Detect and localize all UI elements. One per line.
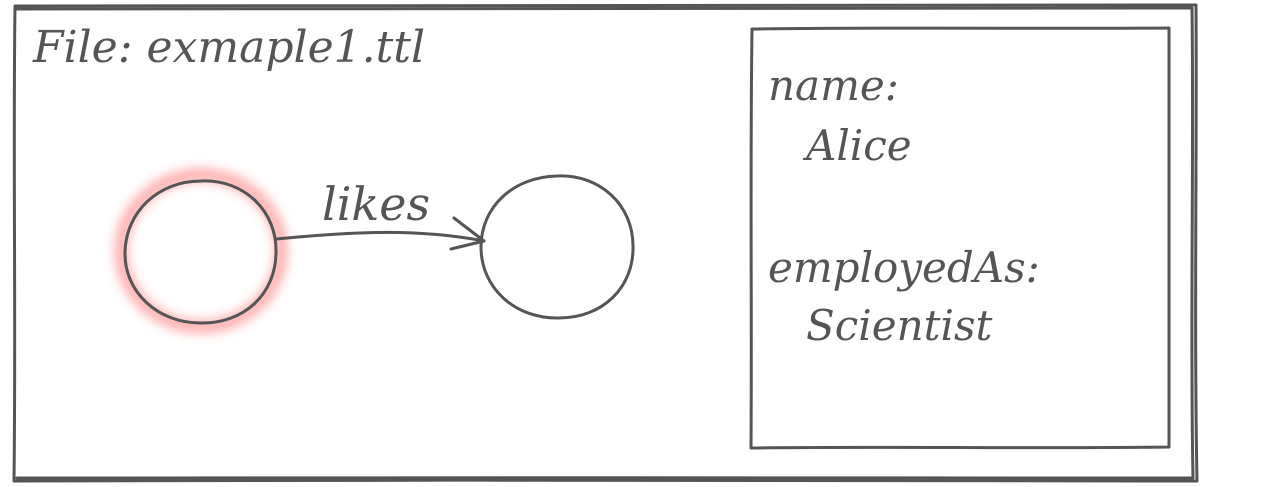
property-value-employedas[interactable]: Scientist [806, 301, 992, 350]
selection-glow [116, 170, 286, 332]
graph-edge-likes[interactable]: likes [274, 177, 486, 251]
graph-node-subject[interactable] [116, 170, 286, 332]
properties-panel-border [749, 26, 1171, 450]
property-key-employedas: employedAs: [768, 243, 1040, 292]
properties-panel: name: Alice employedAs: Scientist [749, 26, 1171, 450]
edge-line [274, 230, 486, 243]
window-frame [12, 3, 1199, 483]
edge-label: likes [322, 177, 430, 231]
node-circle [123, 179, 278, 325]
node-circle [479, 174, 635, 320]
file-title: File: exmaple1.ttl [32, 22, 425, 73]
graph-node-object[interactable] [479, 174, 635, 320]
arrowhead-icon [449, 216, 486, 251]
property-key-name: name: [768, 61, 899, 110]
property-value-name[interactable]: Alice [802, 121, 912, 170]
